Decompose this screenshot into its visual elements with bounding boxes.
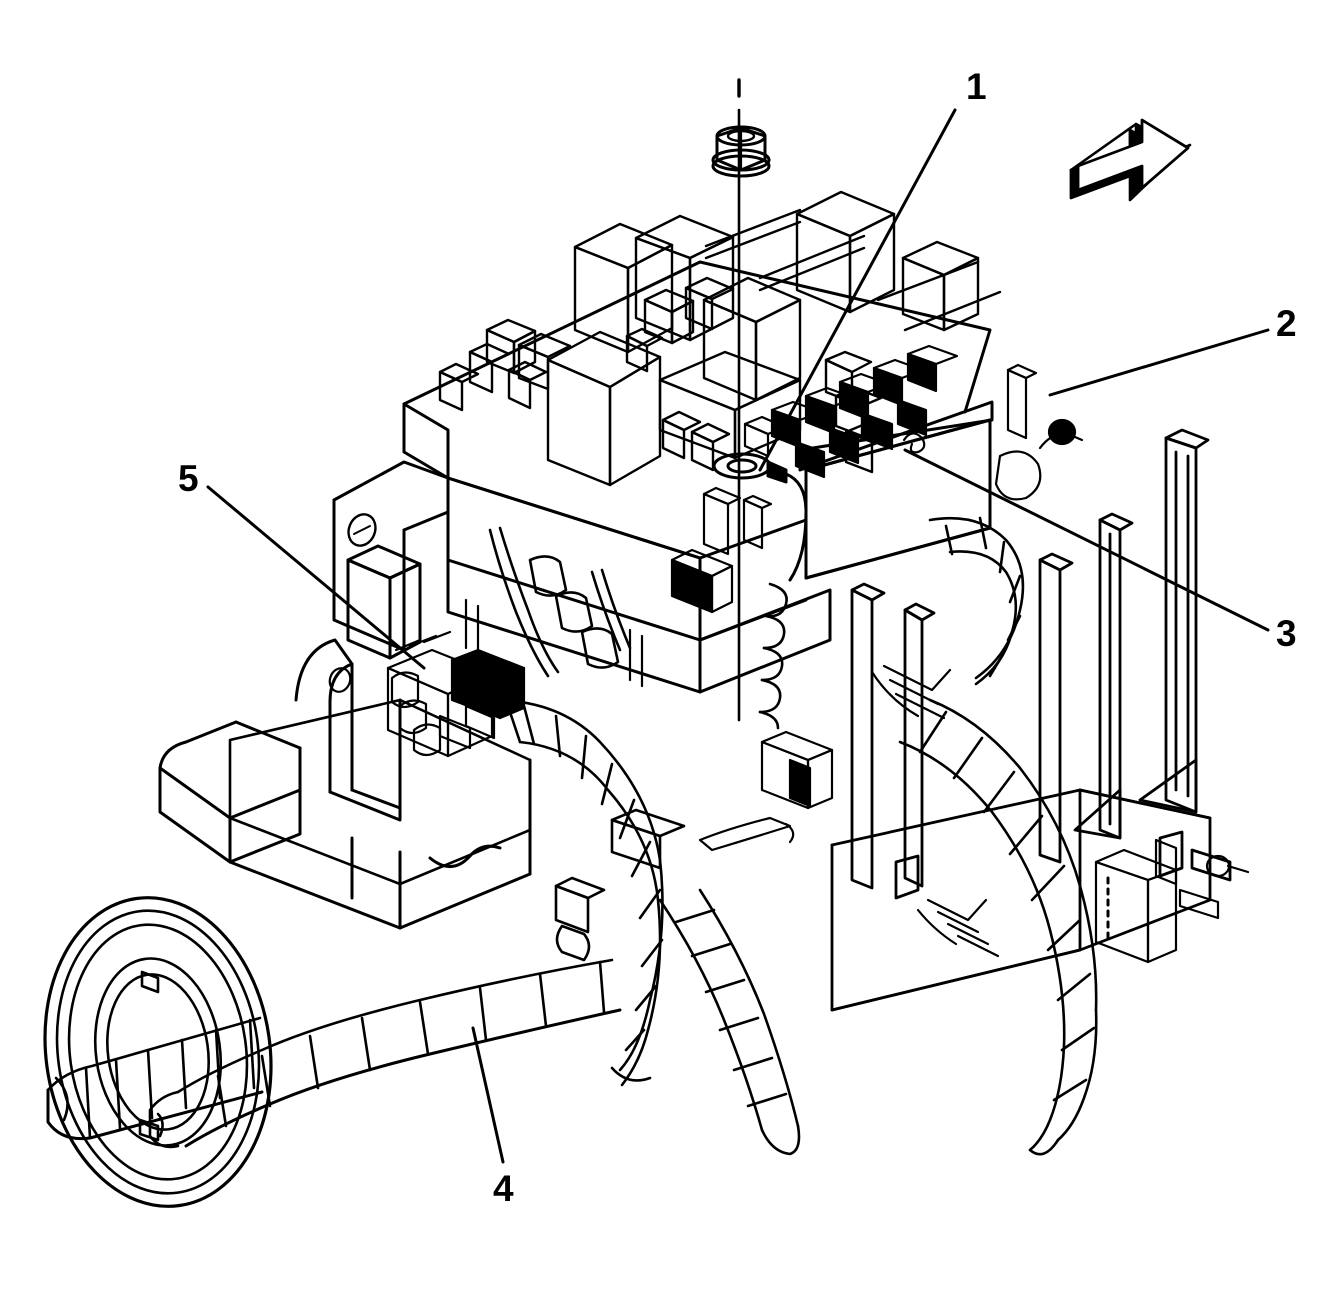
callout-number-3: 3 [1276,613,1297,654]
mounting-bracket [158,638,532,930]
leader-4 [471,1026,505,1164]
ground-ring-terminal [712,452,808,582]
leader-3 [903,448,1270,632]
retaining-nut-assembly [711,78,771,722]
callout-number-2: 2 [1276,303,1297,344]
callout-number-1: 1 [966,66,987,107]
misc-hardware [464,363,1250,964]
forward-direction-arrow [1069,118,1192,202]
multi-pin-connector [386,630,526,758]
grommet [43,896,273,1208]
leader-5 [206,485,426,670]
callout-leader-lines [206,108,1270,1164]
leader-1 [758,108,957,472]
fuse-block-housing [332,260,994,694]
callout-number-4: 4 [493,1168,514,1209]
leader-2 [1048,328,1270,397]
fuse-cavity-array [743,344,959,479]
callout-number-5: 5 [178,458,199,499]
wiring-harness-taped [148,516,1098,1156]
